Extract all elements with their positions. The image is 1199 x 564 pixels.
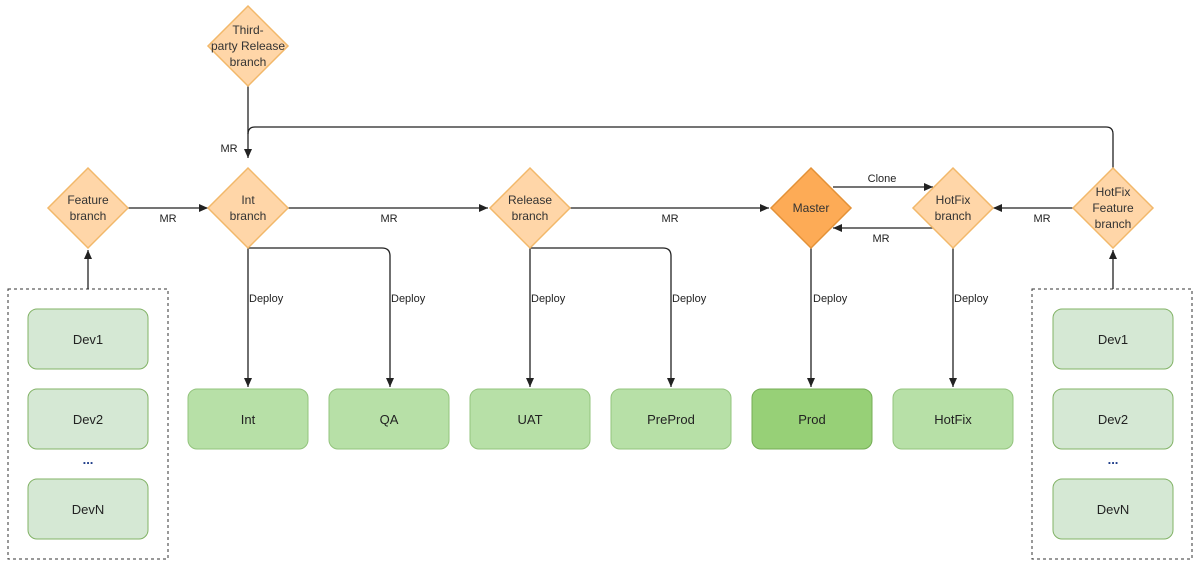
env-label: UAT <box>517 412 542 427</box>
env-int-box: Int <box>187 388 309 450</box>
right-dev2-box: Dev2 <box>1052 388 1174 450</box>
node-label-line: branch <box>230 55 267 69</box>
edge-label-third-party-mr: MR <box>220 143 237 155</box>
right-dev1-box: Dev1 <box>1052 308 1174 370</box>
node-label-line: Int <box>241 193 255 207</box>
master-node: Master <box>769 166 853 250</box>
node-label-line: branch <box>230 209 267 223</box>
edge-label-hotfix-feature-mr: MR <box>1033 213 1050 225</box>
node-label-line: branch <box>512 209 549 223</box>
dev-label: DevN <box>1097 502 1130 517</box>
dev-label: Dev2 <box>1098 412 1128 427</box>
third-party-release-branch-node: Third- party Release branch <box>206 4 290 88</box>
left-dev2-box: Dev2 <box>27 388 149 450</box>
edge-label-deploy-qa: Deploy <box>391 293 426 305</box>
env-label: Int <box>241 412 256 427</box>
feature-branch-node: Feature branch <box>46 166 130 250</box>
env-label: QA <box>380 412 399 427</box>
env-label: PreProd <box>647 412 695 427</box>
edge-label-deploy-hotfix: Deploy <box>954 293 989 305</box>
left-devn-box: DevN <box>27 478 149 540</box>
right-devn-box: DevN <box>1052 478 1174 540</box>
edge-label-feature-mr: MR <box>159 213 176 225</box>
node-label-line: HotFix <box>1096 185 1131 199</box>
right-dev-ellipsis: ... <box>1108 452 1119 467</box>
edge-label-hotfix-master-mr: MR <box>872 233 889 245</box>
left-dev-ellipsis: ... <box>83 452 94 467</box>
node-label-line: Release <box>508 193 552 207</box>
node-label-line: Feature <box>67 193 109 207</box>
env-preprod-box: PreProd <box>610 388 732 450</box>
edge-hotfix-feature-to-int-loop <box>247 126 1114 169</box>
edge-label-clone: Clone <box>868 173 897 185</box>
edge-label-deploy-uat: Deploy <box>531 293 566 305</box>
env-label: Prod <box>798 412 825 427</box>
dev-label: Dev1 <box>1098 332 1128 347</box>
node-label-line: Third- <box>232 23 263 37</box>
node-label-line: branch <box>935 209 972 223</box>
env-uat-box: UAT <box>469 388 591 450</box>
edge-label-deploy-prod: Deploy <box>813 293 848 305</box>
edge-label-int-release-mr: MR <box>380 213 397 225</box>
dev-label: Dev1 <box>73 332 103 347</box>
edge-deploy-preprod <box>530 247 675 387</box>
env-label: HotFix <box>934 412 972 427</box>
node-label-line: Master <box>793 201 830 215</box>
env-prod-box: Prod <box>751 388 873 450</box>
env-qa-box: QA <box>328 388 450 450</box>
release-branch-node: Release branch <box>488 166 572 250</box>
env-hotfix-box: HotFix <box>892 388 1014 450</box>
node-label-line: Feature <box>1092 201 1134 215</box>
node-label-line: HotFix <box>936 193 971 207</box>
int-branch-node: Int branch <box>206 166 290 250</box>
node-label-line: branch <box>70 209 107 223</box>
node-label-line: branch <box>1095 217 1132 231</box>
dev-label: Dev2 <box>73 412 103 427</box>
hotfix-branch-node: HotFix branch <box>911 166 995 250</box>
edge-label-deploy-preprod: Deploy <box>672 293 707 305</box>
dev-label: DevN <box>72 502 105 517</box>
edge-label-release-master-mr: MR <box>661 213 678 225</box>
edge-deploy-qa <box>248 247 394 387</box>
edge-label-deploy-int: Deploy <box>249 293 284 305</box>
hotfix-feature-branch-node: HotFix Feature branch <box>1071 166 1155 250</box>
right-dev-group <box>1031 288 1193 560</box>
left-dev1-box: Dev1 <box>27 308 149 370</box>
node-label-line: party Release <box>211 39 285 53</box>
